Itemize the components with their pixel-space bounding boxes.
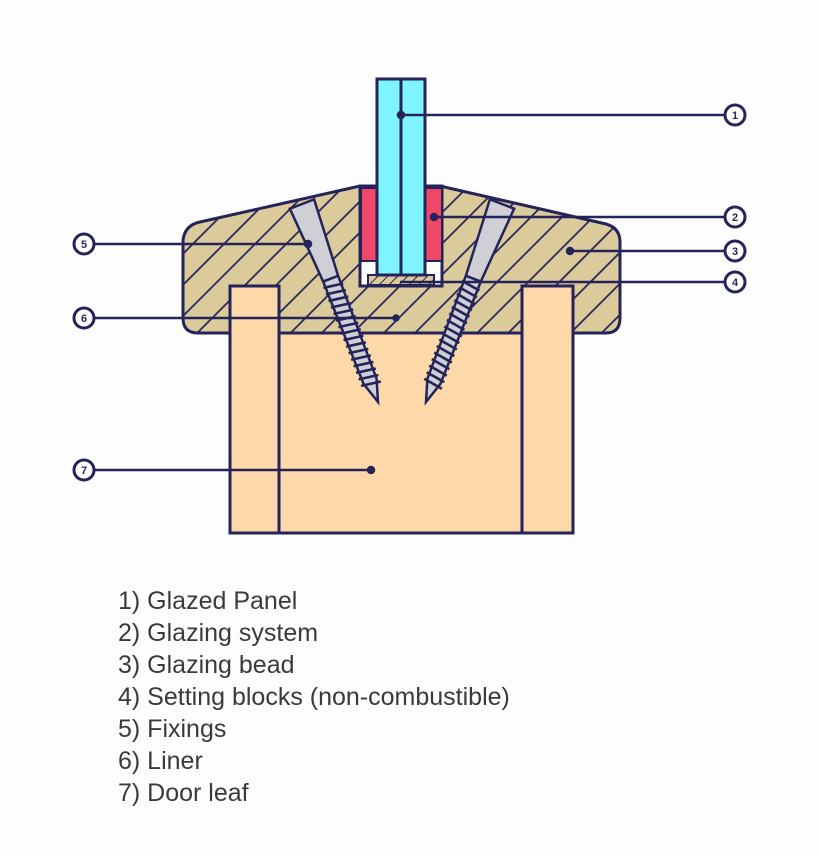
screw-thread: [358, 373, 379, 381]
glazing-system-left: [360, 187, 379, 262]
cross-section-diagram: 1 2 3 4 5 6 7: [72, 77, 747, 535]
callout-number: 2: [732, 212, 738, 224]
screw-thread: [338, 321, 359, 329]
glazed-panel-pane-left: [375, 77, 403, 277]
screw-thread: [423, 377, 443, 390]
legend: 1) Glazed Panel 2) Glazing system 3) Gla…: [118, 585, 510, 809]
callout-6: 6: [72, 306, 96, 330]
screw-thread: [350, 354, 372, 362]
callout-number: 5: [81, 239, 87, 251]
leader-dot-7: [366, 465, 376, 475]
screw-thread: [333, 308, 354, 316]
screw-thread: [325, 288, 347, 296]
legend-item: 6) Liner: [118, 747, 203, 775]
screw-thread: [448, 312, 468, 325]
legend-item: 1) Glazed Panel: [118, 587, 298, 615]
glazing-system-right: [424, 187, 443, 262]
screw-thread: [441, 331, 461, 345]
screw-thread: [330, 301, 352, 309]
screw-thread: [355, 367, 377, 375]
door-leaf: [228, 318, 575, 535]
screw-thread: [353, 360, 374, 368]
screw-thread: [426, 371, 445, 384]
callout-number: 3: [732, 246, 738, 258]
legend-item: 2) Glazing system: [118, 619, 319, 647]
screw-thread: [436, 344, 455, 358]
leader-dot-3: [565, 246, 575, 256]
callout-2: 2: [723, 205, 747, 229]
legend-item: 5) Fixings: [118, 715, 227, 743]
callout-5: 5: [72, 232, 96, 256]
screw-thread: [446, 318, 466, 332]
screw-thread: [360, 380, 382, 388]
legend-item: 3) Glazing bead: [118, 651, 295, 679]
screw-thread: [328, 295, 349, 303]
screw-thread: [428, 364, 448, 377]
callout-1: 1: [723, 103, 747, 127]
leader-dot-2: [429, 212, 439, 222]
leader-dot-6: [392, 314, 400, 322]
screw-thread: [431, 357, 450, 371]
callout-number: 1: [732, 110, 738, 122]
callout-7: 7: [72, 458, 96, 482]
callout-3: 3: [723, 239, 747, 263]
screw-thread: [345, 341, 367, 348]
glazed-panel-pane-right: [399, 77, 427, 277]
screw-thread: [433, 351, 453, 364]
leader-dot-1: [396, 110, 406, 120]
screw-thread: [443, 325, 463, 338]
leader-dot-5: [303, 239, 313, 249]
legend-item: 4) Setting blocks (non-combustible): [118, 683, 510, 711]
screw-thread: [456, 292, 476, 305]
screw-thread: [323, 282, 344, 290]
screw-thread: [453, 299, 473, 312]
legend-item: 7) Door leaf: [118, 779, 249, 807]
callout-4: 4: [723, 270, 747, 294]
screw-thread: [340, 327, 362, 335]
callout-number: 7: [81, 465, 87, 477]
liner-right: [520, 284, 575, 535]
screw-thread: [438, 338, 458, 351]
callout-number: 4: [732, 277, 739, 289]
screw-thread: [451, 305, 471, 318]
screw-thread: [348, 347, 369, 355]
callout-number: 6: [81, 313, 87, 325]
screw-thread: [343, 334, 364, 342]
screw-thread: [458, 286, 478, 299]
fixing-right: [423, 197, 516, 406]
liner-left: [228, 284, 281, 535]
